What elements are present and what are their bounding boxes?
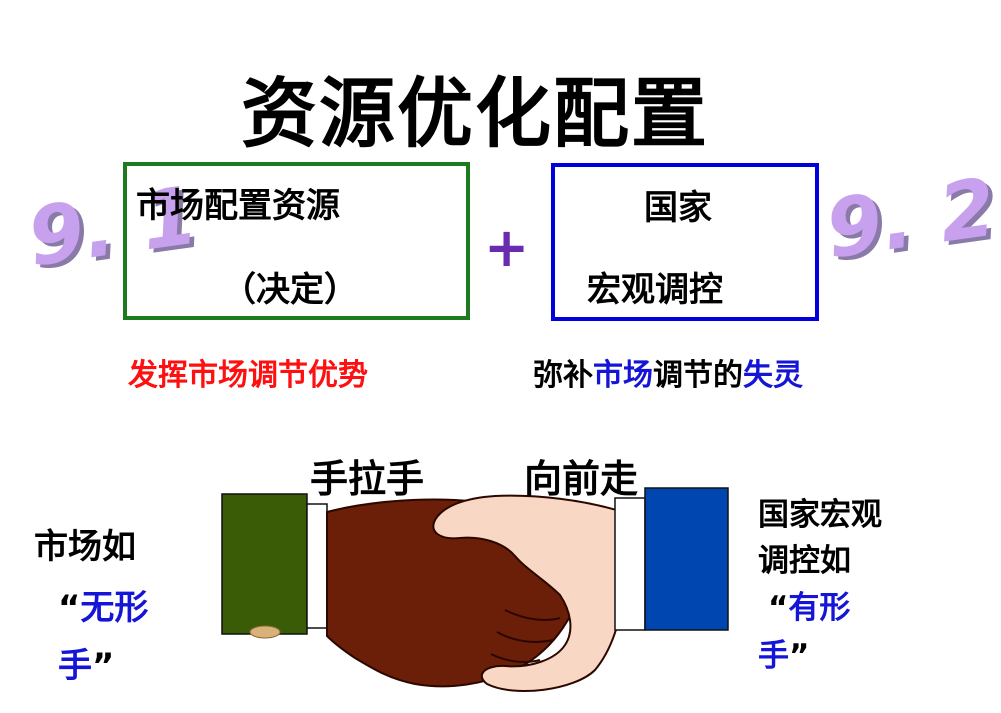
market-allocation-line2: （决定） <box>222 270 358 310</box>
page-title: 资源优化配置 <box>241 69 709 158</box>
left-side-line2: “无形 <box>58 580 148 629</box>
right-side-line1: 国家宏观 <box>758 497 882 533</box>
cufflink <box>249 625 281 639</box>
right-caption-part4: 失灵 <box>743 358 803 393</box>
macro-control-line1: 国家 <box>644 188 712 228</box>
invisible-hand-tail: 手 <box>58 646 92 686</box>
plus-sign: + <box>484 216 530 279</box>
left-side-line3: 手” <box>58 638 114 687</box>
visible-hand-word: 有形 <box>788 590 851 626</box>
motto-right: 向前走 <box>524 457 639 501</box>
macro-control-box <box>551 163 819 321</box>
visible-hand-tail: 手 <box>758 638 789 674</box>
motto-left: 手拉手 <box>310 457 425 501</box>
right-caption-part1: 弥补 <box>533 358 593 393</box>
finger-lines <box>490 609 561 663</box>
right-sleeve <box>644 487 729 631</box>
right-side-line4: 手” <box>758 630 809 675</box>
invisible-hand-word: 无形 <box>80 588 149 628</box>
market-allocation-box <box>123 162 470 320</box>
right-number: 9. 2 <box>820 160 1001 277</box>
macro-control-line2: 宏观调控 <box>587 270 723 310</box>
quote-close-right: ” <box>789 638 810 674</box>
right-caption-part2: 市场 <box>593 358 653 393</box>
right-caption: 弥补市场调节的失灵 <box>533 350 803 394</box>
right-side-line2: 调控如 <box>758 543 851 579</box>
quote-open: “ <box>58 588 81 628</box>
light-hand <box>432 494 625 693</box>
market-allocation-line1: 市场配置资源 <box>136 186 340 226</box>
left-sleeve <box>221 493 308 635</box>
left-side-line1: 市场如 <box>34 527 136 567</box>
left-caption: 发挥市场调节优势 <box>128 358 368 393</box>
handshake-illustration <box>221 487 729 693</box>
right-caption-part3: 调节的 <box>653 358 743 393</box>
quote-open-right: “ <box>768 590 789 626</box>
quote-close: ” <box>92 646 115 686</box>
left-cuff <box>306 503 328 629</box>
right-side-line3: “有形 <box>768 582 850 627</box>
right-cuff <box>614 497 646 631</box>
